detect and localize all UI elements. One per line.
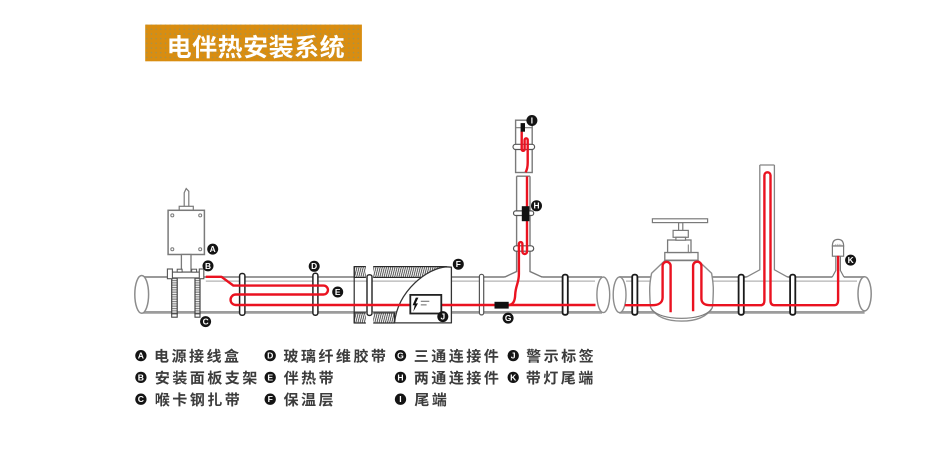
svg-text:C: C — [138, 394, 144, 404]
svg-text:E: E — [335, 287, 341, 297]
svg-text:F: F — [268, 394, 273, 404]
svg-text:F: F — [456, 259, 461, 269]
svg-text:H: H — [533, 201, 539, 211]
svg-text:D: D — [267, 351, 273, 361]
svg-text:H: H — [397, 372, 403, 382]
svg-text:A: A — [210, 244, 216, 254]
svg-text:E: E — [267, 372, 273, 382]
svg-text:K: K — [510, 372, 517, 382]
svg-text:C: C — [203, 317, 209, 327]
svg-text:B: B — [138, 372, 144, 382]
svg-text:B: B — [205, 261, 211, 271]
svg-text:G: G — [397, 351, 404, 361]
svg-text:I: I — [531, 115, 533, 125]
svg-text:I: I — [399, 394, 401, 404]
svg-text:J: J — [440, 312, 445, 322]
svg-text:D: D — [311, 261, 317, 271]
svg-text:J: J — [511, 351, 516, 361]
svg-text:K: K — [848, 255, 854, 265]
svg-text:G: G — [505, 313, 512, 323]
svg-text:A: A — [138, 351, 144, 361]
